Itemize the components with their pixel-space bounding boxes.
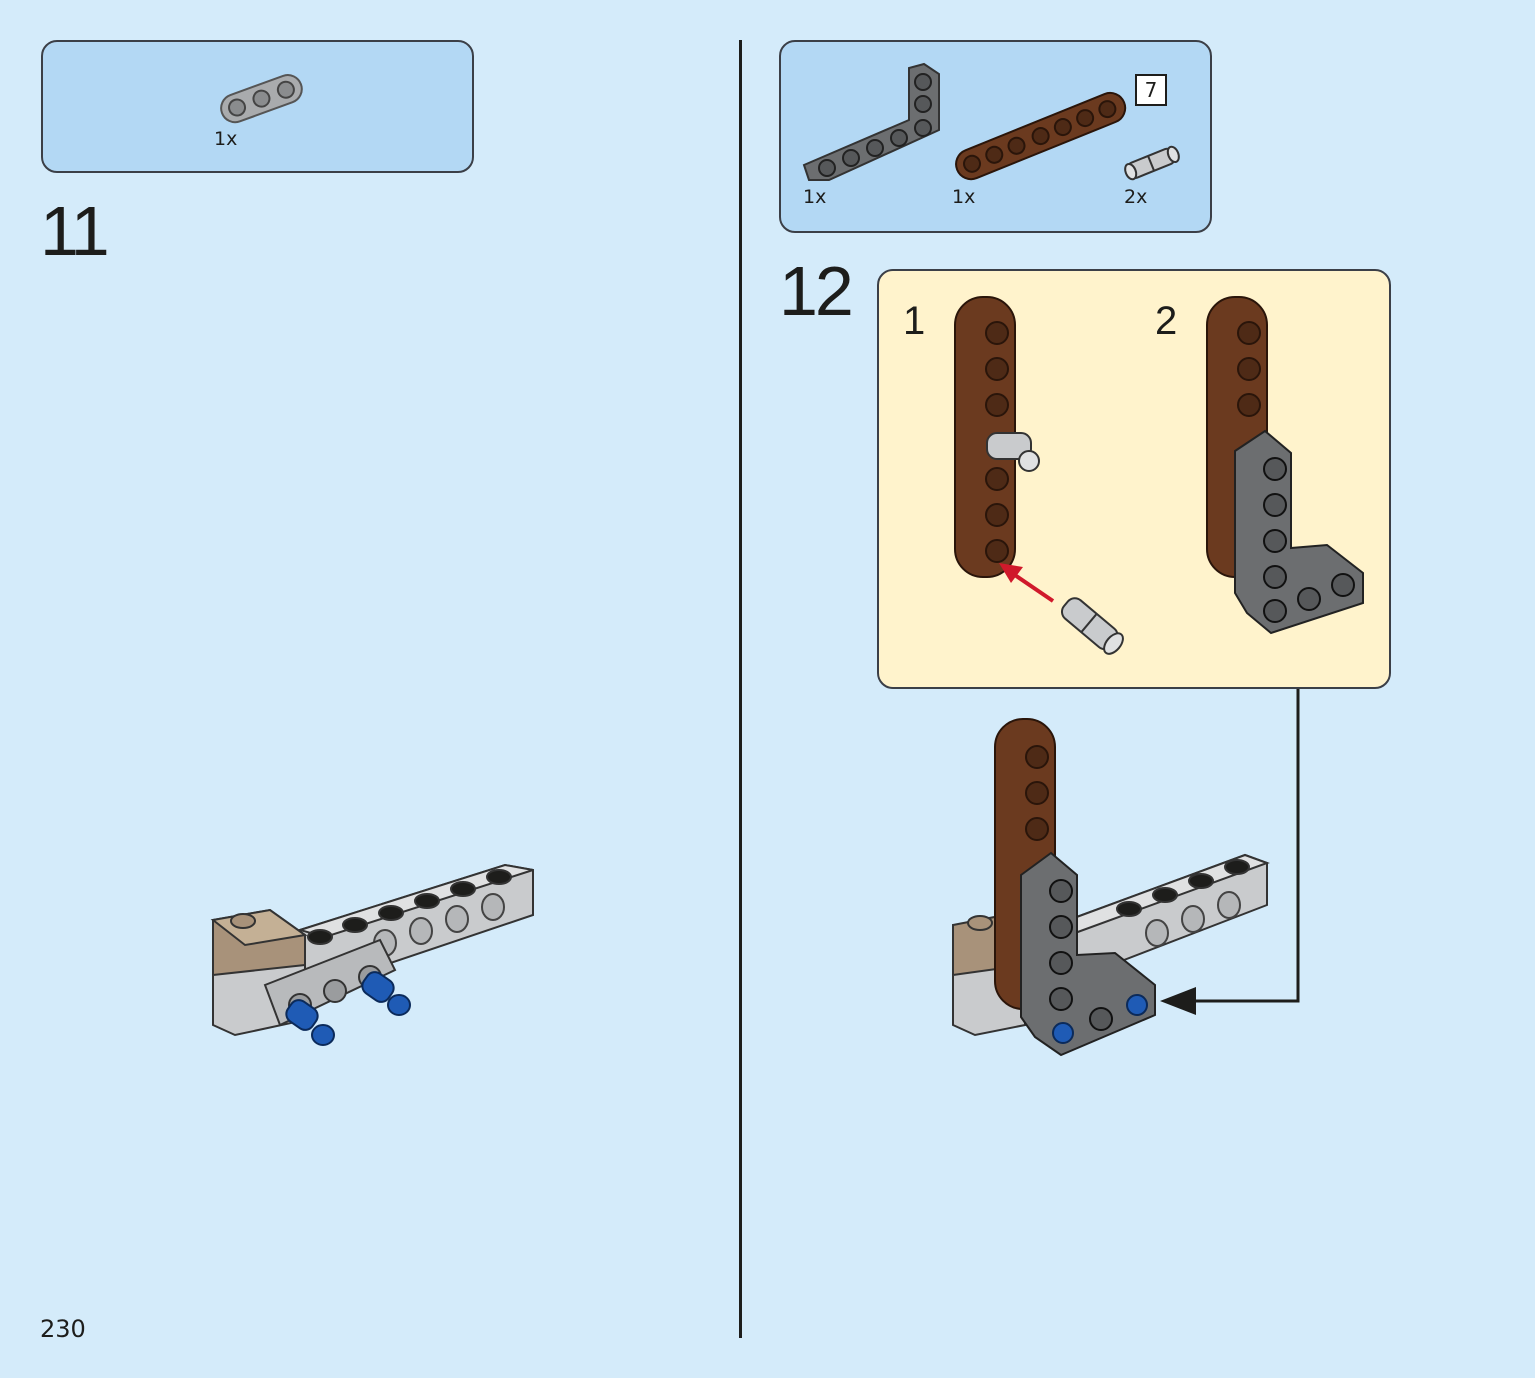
reddish-brown-beam-7-icon xyxy=(955,91,1127,181)
length-callout: 7 xyxy=(1135,74,1167,106)
step-number: 11 xyxy=(40,192,110,270)
light-gray-beam-3-icon xyxy=(220,74,303,124)
light-gray-friction-pin-icon xyxy=(1124,145,1180,181)
dark-gray-L-beam-icon xyxy=(802,62,940,181)
substep2-illustration xyxy=(1206,296,1364,635)
part-qty: 1x xyxy=(214,128,238,150)
substep-label: 1 xyxy=(903,299,926,343)
part-qty: 1x xyxy=(803,186,827,208)
part-qty: 2x xyxy=(1124,186,1148,208)
page-number: 230 xyxy=(40,1315,86,1343)
step12-model xyxy=(952,718,1270,1057)
step12-parts-box: 1x 1x 7 2x xyxy=(779,40,1212,233)
subassembly-box: 1 2 xyxy=(877,269,1391,689)
page-divider xyxy=(739,40,742,1338)
step11-parts-box: 1x xyxy=(41,40,474,173)
callout-connector xyxy=(1160,689,1300,1015)
substep-label: 2 xyxy=(1155,299,1178,343)
step11-model xyxy=(210,863,534,1046)
part-qty: 1x xyxy=(952,186,976,208)
step-number: 12 xyxy=(779,252,854,330)
substep1-illustration xyxy=(954,296,1124,655)
